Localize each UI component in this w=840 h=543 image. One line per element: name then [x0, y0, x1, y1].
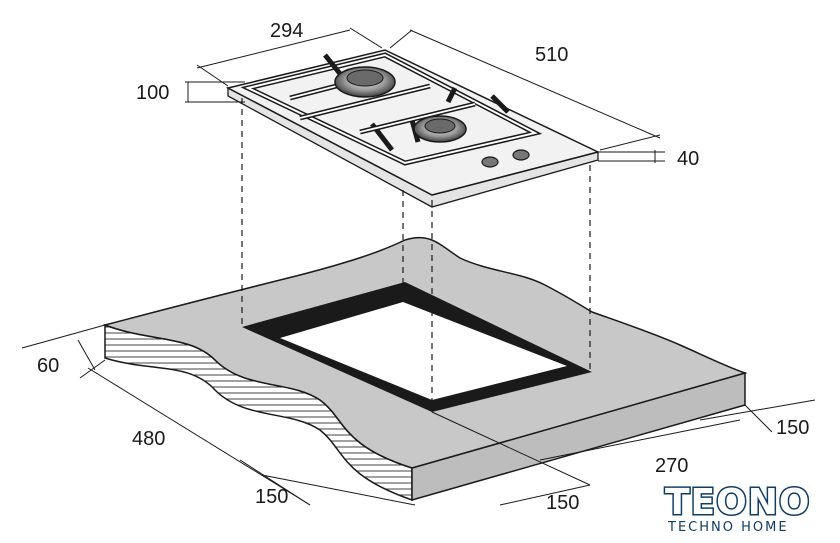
dim-side-margin: 150 [776, 417, 809, 439]
cutout-opening [280, 302, 567, 400]
dim-hob-depth: 510 [535, 44, 568, 66]
brand-tagline: TECHNO HOME [667, 520, 789, 535]
brand-logo: TEONO TECHNO HOME [664, 481, 811, 536]
dim-front-margin: 150 [255, 486, 288, 508]
dim-bottom-margin: 150 [546, 492, 579, 514]
control-knobs [481, 149, 530, 168]
dim-cutout-depth: 480 [132, 428, 165, 450]
hob [225, 49, 601, 208]
dim-cutout-width: 270 [655, 455, 688, 477]
dim-hob-thickness: 40 [677, 148, 699, 170]
dim-grate-height: 100 [136, 82, 169, 104]
projection-lines [241, 98, 591, 412]
burner-small [413, 115, 467, 143]
worktop [102, 236, 748, 502]
dim-worktop-thickness: 60 [37, 355, 59, 377]
burner-large [334, 66, 396, 98]
dim-hob-width: 294 [270, 20, 303, 42]
brand-name: TEONO [665, 482, 810, 523]
dimension-lines [21, 27, 816, 506]
dimension-labels: 294 510 100 40 60 480 150 150 270 150 [37, 20, 809, 514]
